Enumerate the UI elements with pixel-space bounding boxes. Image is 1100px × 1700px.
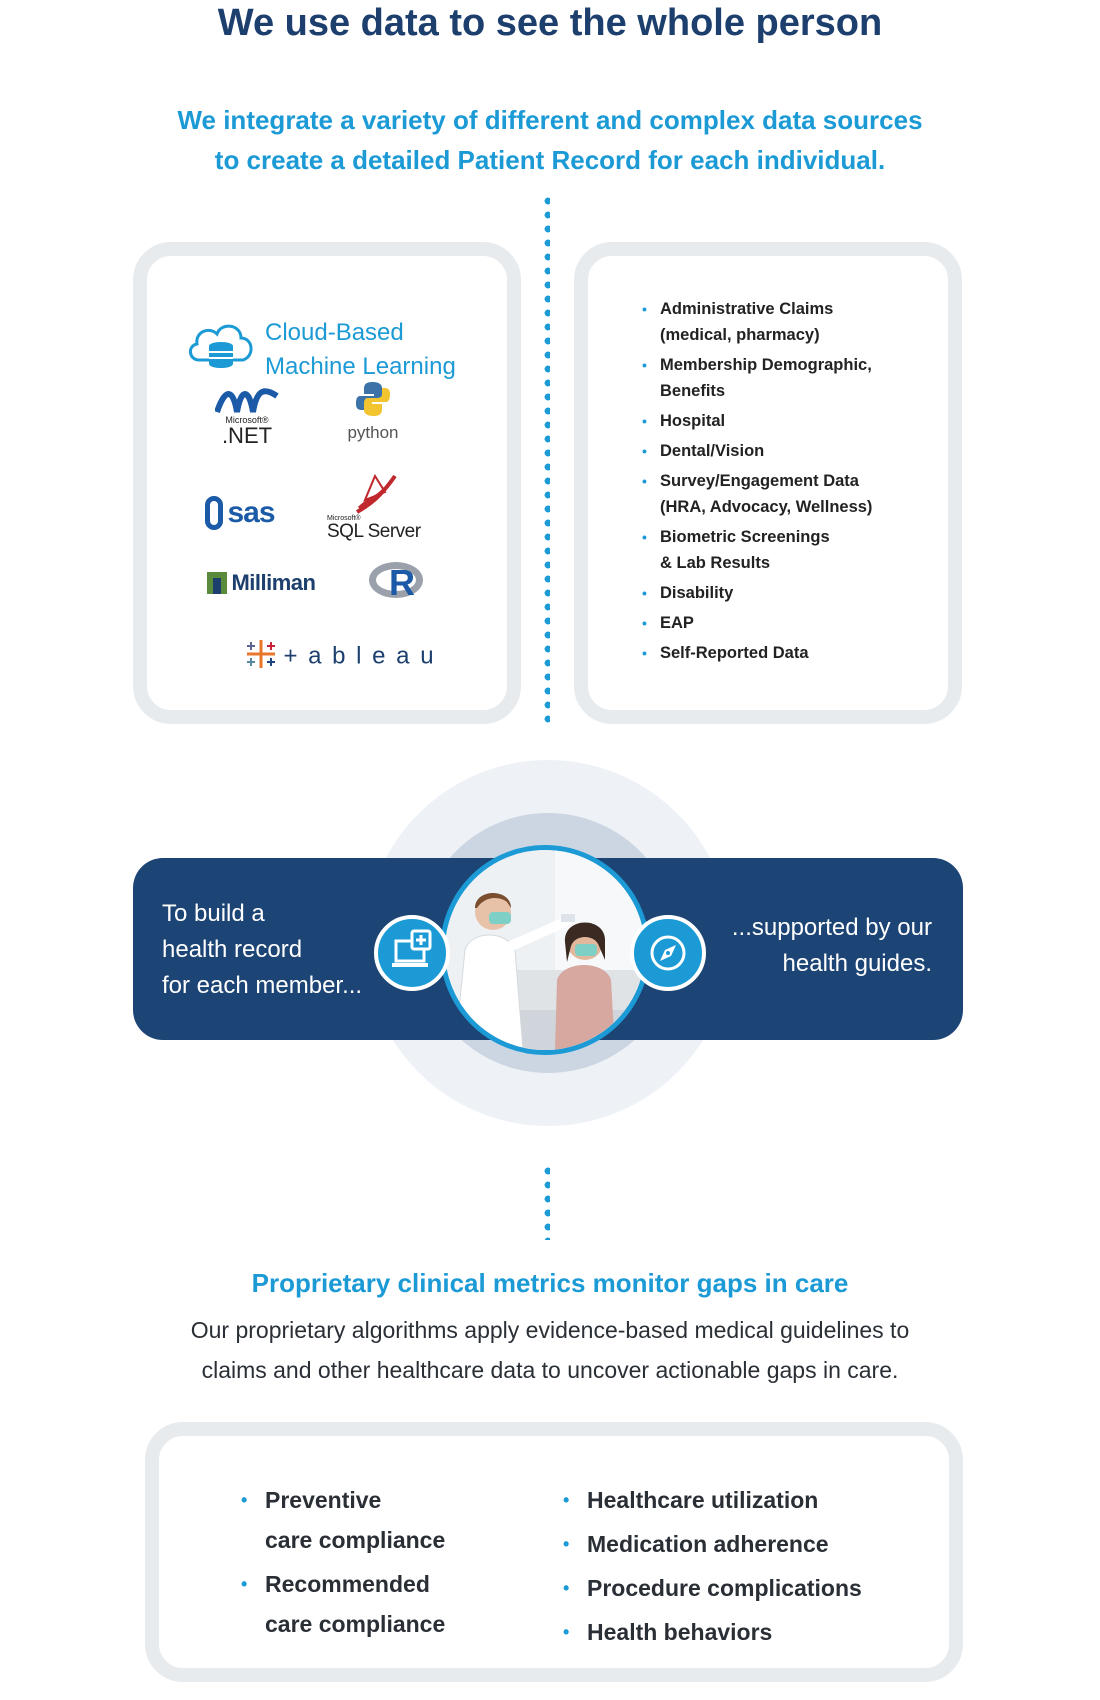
milliman-mark-icon [207, 572, 227, 594]
dotnet-small-text: Microsoft® [225, 415, 269, 425]
banner-left-line: To build a [162, 900, 265, 927]
cloud-ml-line1: Cloud-Based [265, 319, 404, 346]
list-item: Self-Reported Data [642, 640, 952, 666]
banner-right-text: ...supported by our health guides. [700, 910, 932, 982]
list-item: Dental/Vision [642, 438, 952, 464]
page-subtitle: We integrate a variety of different and … [150, 100, 950, 180]
list-item: Administrative Claims(medical, pharmacy) [642, 296, 952, 348]
laptop-plus-icon [374, 915, 450, 991]
subtitle-line: to create a detailed Patient Record for … [214, 145, 886, 175]
python-text: python [347, 423, 399, 442]
sas-swirl-icon [205, 496, 223, 530]
list-item: Survey/Engagement Data(HRA, Advocacy, We… [642, 468, 952, 520]
metrics-body-line: Our proprietary algorithms apply evidenc… [190, 1317, 910, 1343]
banner-left-line: health record [162, 936, 303, 963]
tableau-logo: + a b l e a u [243, 636, 436, 677]
python-logo: python [333, 380, 413, 443]
sql-server-icon [356, 473, 397, 514]
dotnet-wave-icon [214, 388, 279, 413]
r-logo: R [369, 558, 429, 604]
metrics-body-line: claims and other healthcare data to unco… [201, 1357, 899, 1383]
list-item: Hospital [642, 408, 952, 434]
banner-left-text: To build a health record for each member… [162, 896, 362, 1004]
r-ring-icon [369, 562, 423, 598]
list-item: Disability [642, 580, 952, 606]
cloud-ml-line2: Machine Learning [265, 353, 456, 380]
list-item: Membership Demographic,Benefits [642, 352, 952, 404]
cloud-ml-label: Cloud-Based Machine Learning [265, 316, 456, 384]
compass-icon [630, 915, 706, 991]
list-item: Biometric Screenings& Lab Results [642, 524, 952, 576]
data-sources-list: Administrative Claims(medical, pharmacy)… [642, 296, 952, 670]
r-text: R [389, 562, 415, 603]
list-item: Healthcare utilization [563, 1480, 943, 1520]
banner-right-line: ...supported by our [731, 914, 932, 941]
milliman-logo: Milliman [207, 570, 316, 596]
sources-card: Administrative Claims(medical, pharmacy)… [574, 242, 962, 724]
metrics-heading: Proprietary clinical metrics monitor gap… [251, 1268, 849, 1298]
python-snake-icon [356, 382, 390, 416]
list-item: Procedure complications [563, 1568, 943, 1608]
dotnet-logo: Microsoft® .NET [207, 388, 287, 447]
care-gaps-right-list: Healthcare utilization Medication adhere… [563, 1480, 943, 1656]
sql-text: SQL Server [327, 521, 421, 542]
sas-text: sas [227, 496, 275, 529]
dotnet-text: .NET [221, 423, 273, 448]
dotted-connector [544, 194, 550, 728]
tools-card: Cloud-Based Machine Learning Microsoft® … [133, 242, 521, 724]
tableau-cross-icon [243, 636, 279, 677]
milliman-text: Milliman [231, 570, 316, 595]
tableau-text: + a b l e a u [283, 642, 436, 670]
clinician-photo [440, 845, 650, 1055]
list-item: Medication adherence [563, 1524, 943, 1564]
list-item: EAP [642, 610, 952, 636]
sas-logo: sas [205, 496, 276, 530]
sql-server-logo: Microsoft® SQL Server [327, 473, 427, 542]
banner-right-line: health guides. [782, 950, 932, 977]
list-item: Health behaviors [563, 1612, 943, 1652]
metrics-description: Our proprietary algorithms apply evidenc… [140, 1310, 960, 1390]
dotted-connector-lower [544, 1164, 550, 1240]
page-title: We use data to see the whole person [217, 2, 883, 44]
banner-left-line: for each member... [162, 972, 363, 999]
sql-small-text: Microsoft® [327, 515, 361, 522]
subtitle-line: We integrate a variety of different and … [177, 105, 923, 135]
cloud-database-icon [185, 316, 257, 377]
